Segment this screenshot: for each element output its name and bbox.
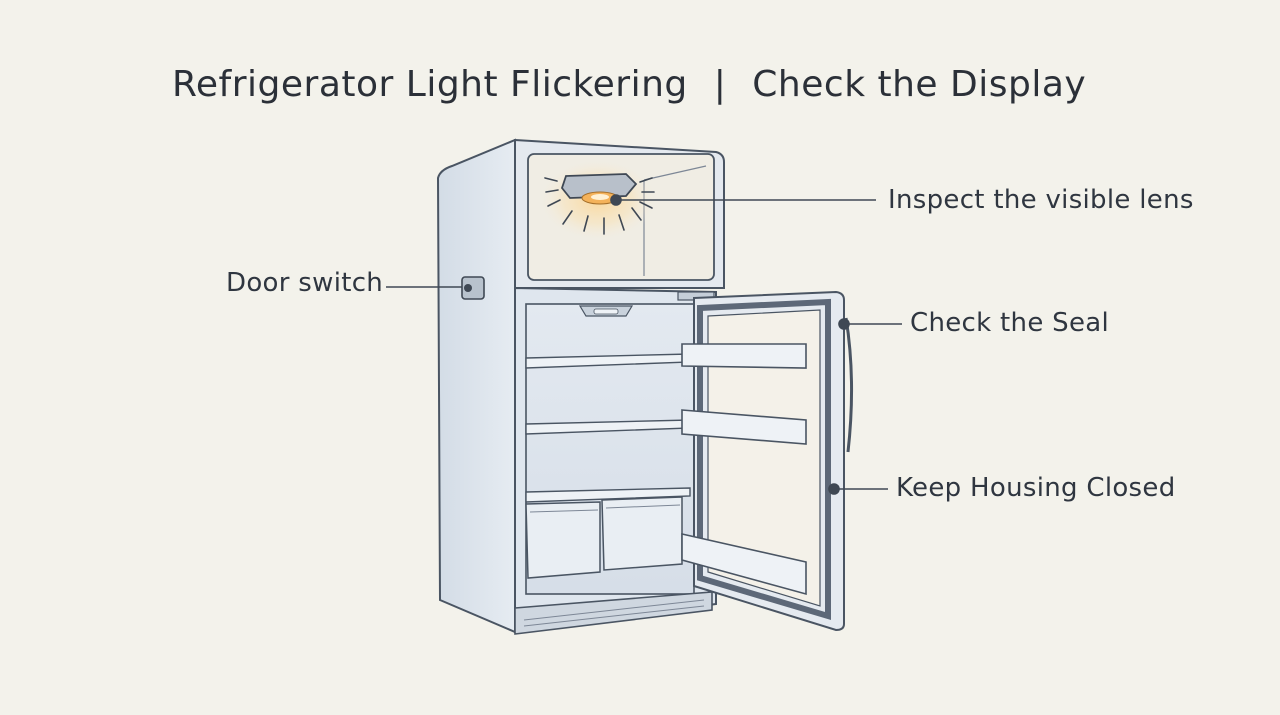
title-subtitle: Check the Display bbox=[752, 64, 1087, 106]
callout-check-seal: Check the Seal bbox=[910, 308, 1110, 338]
main-compartment bbox=[514, 286, 717, 634]
title-main: Refrigerator Light Flickering bbox=[172, 64, 688, 106]
leader-lines bbox=[386, 194, 902, 495]
door-shelf-middle bbox=[681, 409, 807, 445]
callout-door-switch: Door switch bbox=[226, 268, 384, 298]
shelves bbox=[525, 353, 691, 503]
shelf-bottom bbox=[525, 487, 691, 503]
door-shelf-top bbox=[681, 343, 807, 369]
fridge-side-panel bbox=[436, 138, 516, 634]
door-handle bbox=[844, 317, 854, 453]
door-shelves bbox=[681, 343, 807, 596]
door-shelf-bottom bbox=[681, 532, 807, 596]
title-separator: | bbox=[713, 64, 727, 106]
kick-plate bbox=[514, 591, 713, 635]
light-rays bbox=[544, 177, 655, 235]
callout-keep-housing-closed: Keep Housing Closed bbox=[896, 473, 1176, 503]
crisper-drawer-left bbox=[525, 501, 601, 579]
crisper-drawer-right bbox=[601, 496, 683, 571]
door-seal bbox=[697, 298, 831, 621]
crisper-drawers bbox=[525, 496, 683, 579]
page-title: Refrigerator Light Flickering | Check th… bbox=[172, 64, 1086, 105]
door-switch-icon bbox=[461, 276, 485, 300]
callout-inspect-lens: Inspect the visible lens bbox=[888, 185, 1194, 215]
